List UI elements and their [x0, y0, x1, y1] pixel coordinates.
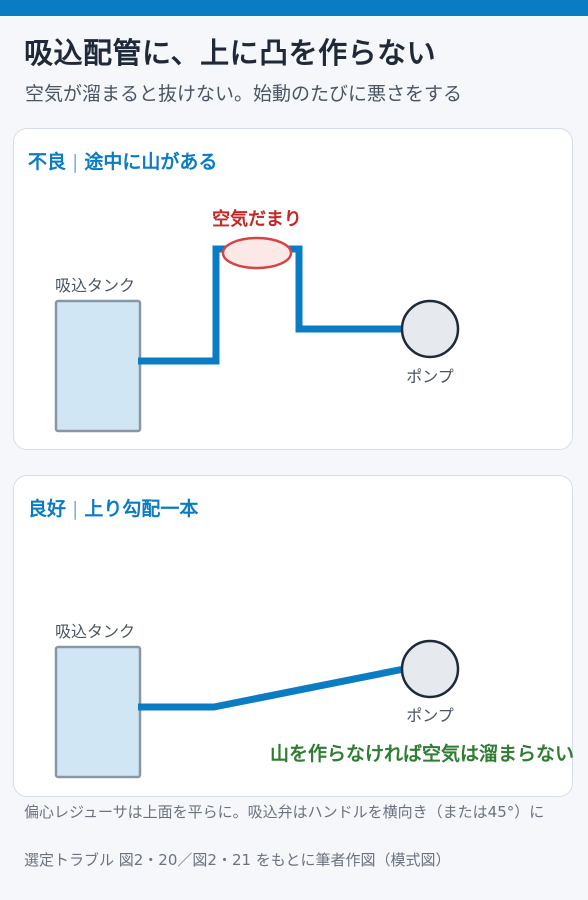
panel-good-example: 良好|上り勾配一本 吸込タンク ポンプ 山を作らなければ空気は溜まらない: [13, 475, 574, 797]
pump-label-bad: ポンプ: [406, 367, 454, 386]
suction-tank-bad: [54, 299, 142, 433]
suction-tank-good: [54, 645, 142, 779]
tank-label-bad: 吸込タンク: [55, 276, 135, 295]
diagram-bad: 吸込タンク 空気だまり ポンプ: [54, 208, 460, 433]
diagram-good: 吸込タンク ポンプ 山を作らなければ空気は溜まらない: [54, 622, 574, 779]
panel-bad-example: 不良|途中に山がある 吸込タンク 空気だまり ポンプ: [13, 128, 573, 450]
status-label-good: 良好: [28, 498, 67, 520]
heading-separator: |: [72, 151, 79, 173]
pump-bad: [400, 299, 460, 359]
heading-separator: |: [72, 498, 79, 520]
footnote-source: 選定トラブル 図2・20／図2・21 をもとに筆者作図（模式図）: [24, 851, 451, 869]
top-accent-bar: [0, 0, 588, 16]
caption-good: 上り勾配一本: [84, 498, 199, 520]
page-title: 吸込配管に、上に凸を作らない: [24, 36, 437, 70]
good-note: 山を作らなければ空気は溜まらない: [270, 742, 574, 765]
status-label-bad: 不良: [28, 151, 67, 173]
suction-pipe-good: [138, 665, 405, 711]
panel-good-heading: 良好|上り勾配一本: [28, 494, 198, 521]
page-subtitle: 空気が溜まると抜けない。始動のたびに悪さをする: [25, 83, 463, 105]
caption-bad: 途中に山がある: [84, 151, 218, 173]
footnote-reducer-valve: 偏心レジューサは上面を平らに。吸込弁はハンドルを横向き（または45°）に: [24, 803, 545, 821]
tank-label-good: 吸込タンク: [55, 622, 135, 641]
panel-bad-heading: 不良|途中に山がある: [28, 147, 217, 174]
air-pocket-label: 空気だまり: [212, 208, 302, 230]
pump-good: [400, 639, 460, 699]
pump-label-good: ポンプ: [406, 706, 454, 725]
air-pocket: [221, 236, 293, 270]
